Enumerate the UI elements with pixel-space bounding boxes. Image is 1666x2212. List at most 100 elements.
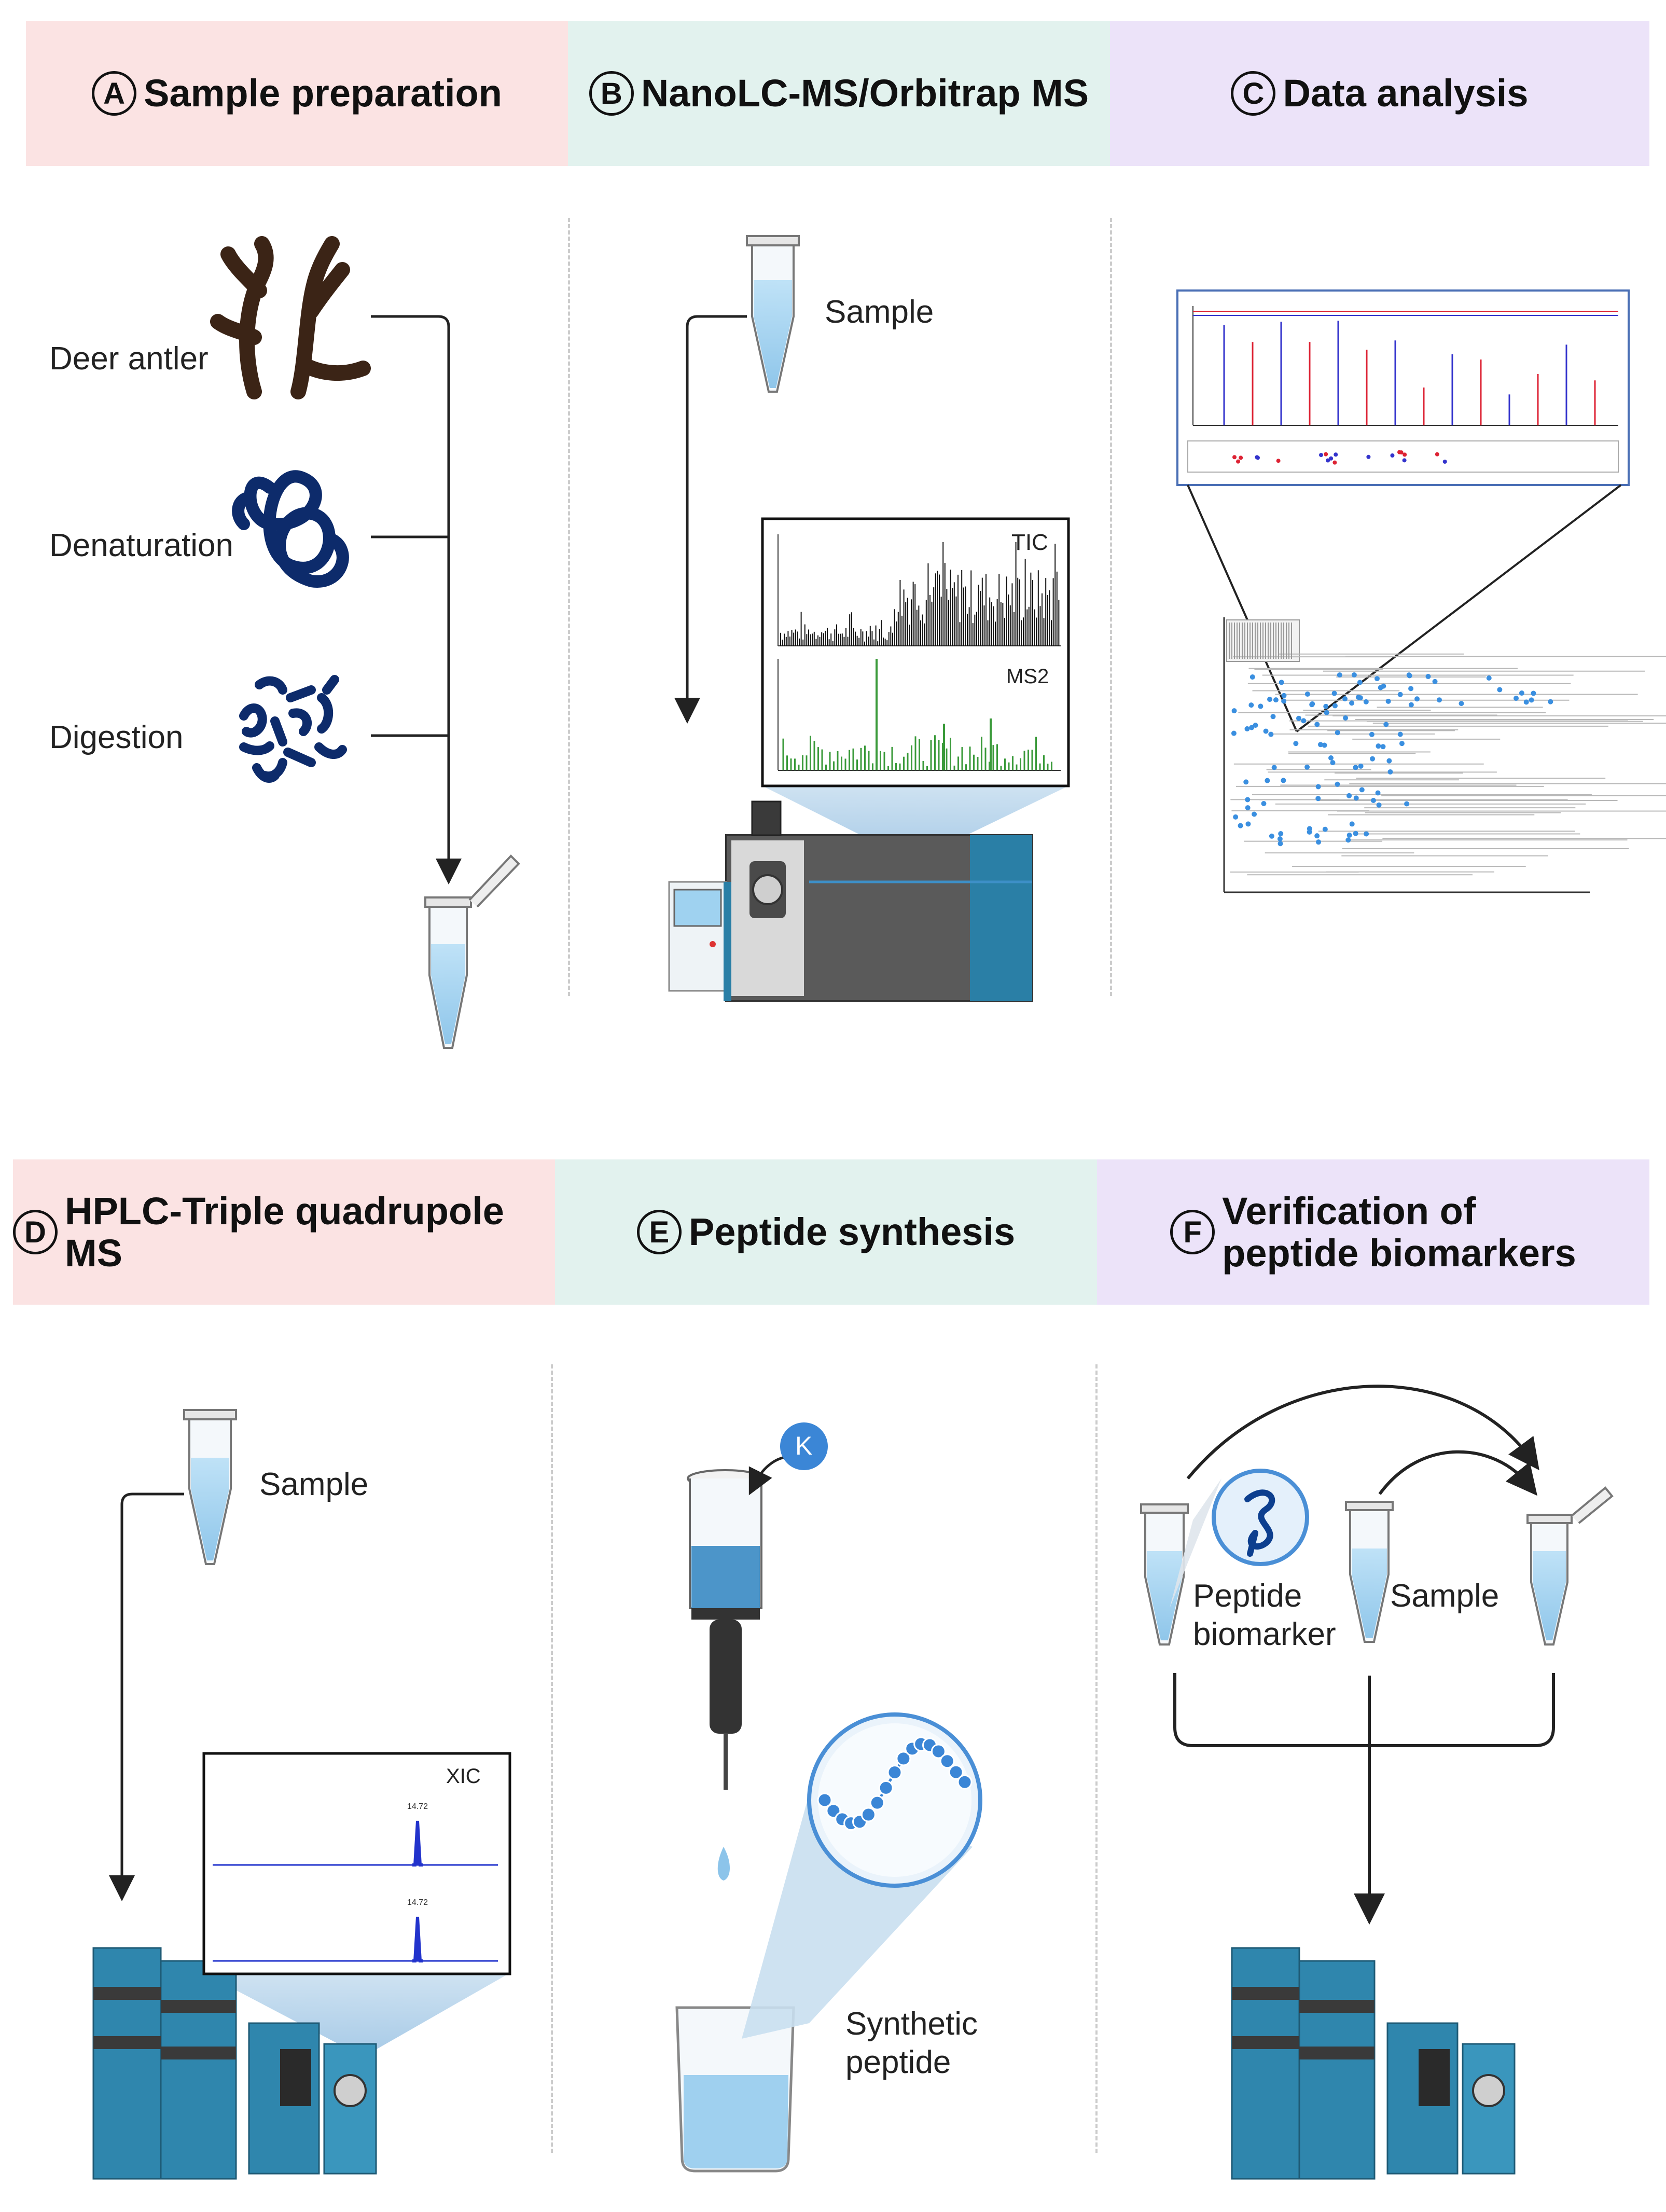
map-point bbox=[1408, 686, 1414, 692]
map-point bbox=[1271, 765, 1277, 770]
label-synthetic-peptide: Synthetic peptide bbox=[845, 2005, 978, 2082]
label-xic-peak-1: 14.72 bbox=[407, 1802, 428, 1811]
map-point bbox=[1523, 699, 1529, 705]
error-dot bbox=[1318, 453, 1323, 458]
map-point bbox=[1315, 796, 1321, 801]
map-point bbox=[1304, 764, 1310, 770]
map-point bbox=[1335, 781, 1340, 787]
error-dot bbox=[1276, 459, 1281, 463]
map-point bbox=[1278, 831, 1284, 836]
map-point bbox=[1250, 674, 1255, 680]
amino-acid-bead bbox=[817, 1792, 832, 1808]
map-point bbox=[1346, 832, 1352, 838]
tic-spectrum bbox=[780, 542, 1060, 646]
map-point bbox=[1386, 758, 1392, 764]
map-point bbox=[1459, 701, 1464, 707]
panel-b-arrow bbox=[674, 315, 747, 724]
map-point bbox=[1293, 741, 1299, 746]
peptide-chain-icon bbox=[807, 1712, 982, 1888]
map-point bbox=[1269, 833, 1274, 839]
map-point bbox=[1370, 756, 1376, 762]
hplc-icon bbox=[92, 1947, 508, 2180]
amino-acid-bead bbox=[878, 1780, 894, 1795]
header-panel-e: E Peptide synthesis bbox=[555, 1159, 1097, 1305]
error-dot bbox=[1442, 459, 1447, 464]
label-sample-b: Sample bbox=[825, 294, 934, 330]
amino-acid-k-icon bbox=[780, 1422, 828, 1470]
panel-f-letter: F bbox=[1170, 1210, 1215, 1254]
map-point bbox=[1328, 755, 1334, 761]
map-point bbox=[1345, 837, 1351, 843]
annotation-lines bbox=[1193, 311, 1618, 425]
map-point bbox=[1245, 821, 1251, 827]
map-point bbox=[1252, 811, 1257, 817]
map-point bbox=[1359, 787, 1365, 793]
map-point bbox=[1399, 741, 1405, 746]
map-point bbox=[1304, 691, 1310, 697]
map-point bbox=[1337, 672, 1342, 678]
map-point bbox=[1343, 715, 1349, 721]
error-dot bbox=[1239, 455, 1243, 460]
spectra-panel bbox=[761, 517, 1070, 787]
map-point bbox=[1296, 715, 1301, 721]
map-point bbox=[1414, 696, 1420, 702]
error-dot bbox=[1403, 452, 1407, 457]
separator-bc bbox=[1110, 218, 1112, 996]
header-panel-d: D HPLC-Triple quadrupole MS bbox=[13, 1159, 555, 1305]
map-point bbox=[1383, 722, 1389, 727]
label-amino-k: K bbox=[795, 1431, 813, 1460]
label-xic-peak-2: 14.72 bbox=[407, 1898, 428, 1907]
map-point bbox=[1376, 802, 1382, 808]
label-digestion: Digestion bbox=[49, 720, 184, 755]
panel-c-title: Data analysis bbox=[1283, 72, 1529, 115]
map-point bbox=[1245, 797, 1251, 803]
panel-f-title-line2: peptide biomarkers bbox=[1222, 1232, 1576, 1275]
panel-b-letter: B bbox=[589, 71, 634, 116]
map-point bbox=[1369, 731, 1375, 737]
tube-icon bbox=[1140, 1503, 1189, 1646]
map-point bbox=[1317, 742, 1323, 748]
map-point bbox=[1273, 697, 1279, 703]
error-dot bbox=[1332, 460, 1337, 465]
map-point bbox=[1322, 826, 1328, 832]
tube-icon bbox=[424, 854, 520, 1049]
map-point bbox=[1374, 676, 1380, 682]
label-denaturation: Denaturation bbox=[49, 528, 234, 563]
map-point bbox=[1497, 687, 1503, 693]
map-point bbox=[1281, 698, 1287, 704]
map-point bbox=[1357, 680, 1363, 685]
panel-c-letter: C bbox=[1231, 71, 1276, 116]
map-point bbox=[1301, 718, 1307, 724]
map-point bbox=[1332, 703, 1338, 709]
map-point bbox=[1346, 793, 1352, 798]
panel-f-arrows bbox=[1173, 1385, 1555, 1925]
amino-acid-bead bbox=[896, 1751, 911, 1766]
protein-icon bbox=[1212, 1469, 1309, 1566]
map-point bbox=[1385, 698, 1391, 704]
annotated-spectrum bbox=[1176, 289, 1630, 486]
panel-b-title: NanoLC-MS/Orbitrap MS bbox=[641, 72, 1089, 115]
map-point bbox=[1406, 672, 1412, 678]
map-point bbox=[1278, 841, 1283, 847]
label-ms2: MS2 bbox=[1006, 665, 1049, 688]
amino-acid-bead bbox=[860, 1807, 876, 1822]
error-dots bbox=[1232, 450, 1447, 465]
label-deer-antler: Deer antler bbox=[49, 341, 209, 377]
panel-f-title-line1: Verification of bbox=[1222, 1189, 1476, 1233]
map-scatter-points bbox=[1231, 672, 1553, 847]
tube-icon bbox=[183, 1409, 237, 1565]
antler-icon bbox=[210, 236, 371, 399]
panel-a-title: Sample preparation bbox=[144, 72, 502, 115]
map-point bbox=[1253, 723, 1258, 728]
map-point bbox=[1529, 697, 1534, 703]
panel-d-title: HPLC-Triple quadrupole MS bbox=[65, 1189, 504, 1275]
map-point bbox=[1281, 778, 1286, 783]
map-point bbox=[1397, 731, 1403, 737]
tube-icon bbox=[1345, 1501, 1394, 1643]
map-point bbox=[1353, 765, 1358, 770]
map-point bbox=[1531, 690, 1536, 696]
separator-ef bbox=[1095, 1364, 1098, 2153]
peptide-fragments-icon bbox=[239, 675, 347, 783]
map-point bbox=[1349, 700, 1355, 706]
label-xic: XIC bbox=[446, 1765, 481, 1788]
